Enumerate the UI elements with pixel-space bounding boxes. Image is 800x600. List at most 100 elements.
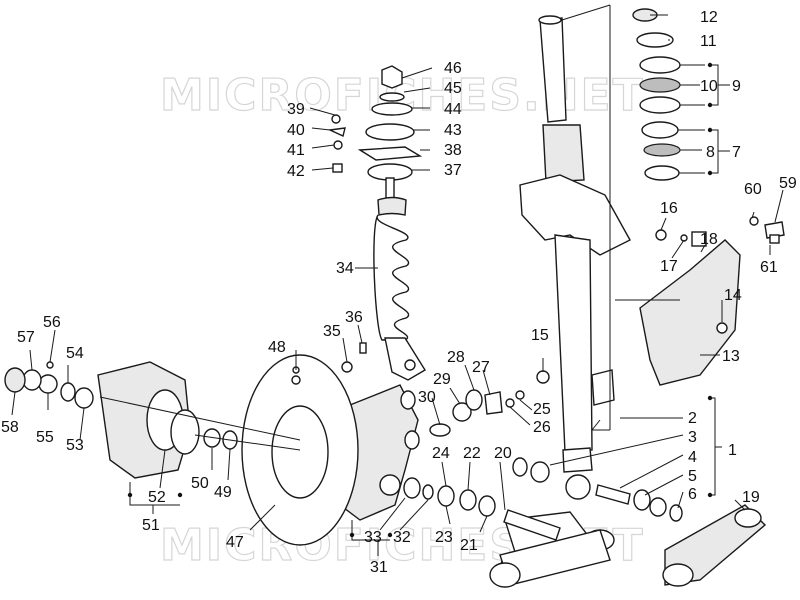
callout-51: 51 bbox=[142, 517, 160, 534]
spacer-50 bbox=[203, 428, 221, 448]
callout-2: 2 bbox=[688, 410, 697, 427]
nut-42 bbox=[332, 163, 343, 173]
brake-caliper bbox=[337, 384, 420, 521]
callout-42: 42 bbox=[287, 163, 305, 180]
callout-23: 23 bbox=[435, 529, 453, 546]
callout-24: 24 bbox=[432, 445, 450, 462]
callout-45: 45 bbox=[444, 80, 462, 97]
callout-8: 8 bbox=[706, 144, 715, 161]
callout-30: 30 bbox=[418, 389, 436, 406]
callout-4: 4 bbox=[688, 449, 697, 466]
screw-60 bbox=[749, 216, 759, 226]
plate-27 bbox=[484, 391, 503, 415]
bush-30 bbox=[429, 423, 451, 437]
callout-54: 54 bbox=[66, 345, 84, 362]
callout-7: 7 bbox=[732, 144, 741, 161]
callout-labels: 1 2 3 4 5 6 7 8 9 10 11 12 13 14 15 16 1… bbox=[1, 9, 797, 576]
callout-26: 26 bbox=[533, 419, 551, 436]
callout-11: 11 bbox=[700, 33, 717, 50]
callout-19: 19 bbox=[742, 489, 760, 506]
callout-31: 31 bbox=[370, 559, 388, 576]
callout-9: 9 bbox=[732, 78, 741, 95]
washer-26 bbox=[505, 398, 515, 408]
bearing-53 bbox=[74, 387, 94, 409]
callout-58: 58 bbox=[1, 419, 19, 436]
callout-61: 61 bbox=[760, 259, 778, 276]
callout-44: 44 bbox=[444, 101, 462, 118]
ring-3 bbox=[530, 461, 550, 483]
screw-39 bbox=[331, 114, 341, 124]
steering-tube-fork bbox=[519, 15, 631, 500]
callout-37: 37 bbox=[444, 162, 462, 179]
callout-1: 1 bbox=[728, 442, 737, 459]
seal-33 bbox=[403, 477, 421, 499]
callout-39: 39 bbox=[287, 101, 305, 118]
callout-60: 60 bbox=[744, 181, 762, 198]
pin-4 bbox=[595, 484, 631, 505]
callout-41: 41 bbox=[287, 142, 305, 159]
bolt-35 bbox=[341, 361, 353, 373]
screw-16 bbox=[655, 229, 667, 241]
callout-27: 27 bbox=[472, 359, 490, 376]
callout-50: 50 bbox=[191, 475, 209, 492]
callout-52: 52 bbox=[148, 489, 166, 506]
nut-55 bbox=[38, 374, 58, 394]
callout-5: 5 bbox=[688, 468, 697, 485]
callout-48: 48 bbox=[268, 339, 286, 356]
callout-53: 53 bbox=[66, 437, 84, 454]
callout-6: 6 bbox=[688, 486, 697, 503]
callout-55: 55 bbox=[36, 429, 54, 446]
steering-bearing-stack bbox=[632, 8, 681, 181]
nut-61 bbox=[769, 234, 780, 244]
screw-14 bbox=[716, 322, 728, 334]
mudguard bbox=[615, 239, 741, 386]
callout-28: 28 bbox=[447, 349, 465, 366]
bush-2 bbox=[512, 457, 528, 477]
clip-18 bbox=[691, 231, 707, 247]
bush-29 bbox=[452, 402, 472, 422]
nut-41 bbox=[333, 140, 343, 150]
nut-15 bbox=[536, 370, 550, 384]
callout-21: 21 bbox=[460, 537, 478, 554]
callout-32: 32 bbox=[393, 529, 411, 546]
callout-16: 16 bbox=[660, 200, 678, 217]
callout-35: 35 bbox=[323, 323, 341, 340]
ring-23 bbox=[437, 485, 455, 507]
pin-56 bbox=[46, 361, 54, 369]
callout-59: 59 bbox=[779, 175, 797, 192]
callout-20: 20 bbox=[494, 445, 512, 462]
callout-43: 43 bbox=[444, 122, 462, 139]
callout-33: 33 bbox=[364, 529, 382, 546]
callout-49: 49 bbox=[214, 484, 232, 501]
washer-28 bbox=[465, 389, 483, 411]
callout-3: 3 bbox=[688, 429, 697, 446]
bush-32 bbox=[422, 484, 434, 500]
bolt-25 bbox=[515, 390, 525, 400]
cap-58 bbox=[4, 367, 26, 393]
callout-18: 18 bbox=[700, 231, 718, 248]
assembly-dots bbox=[127, 62, 713, 538]
callout-14: 14 bbox=[724, 287, 742, 304]
washer-17 bbox=[680, 234, 688, 242]
callout-34: 34 bbox=[336, 260, 354, 277]
bracket-40 bbox=[327, 127, 346, 137]
seal-22 bbox=[459, 489, 477, 511]
callout-29: 29 bbox=[433, 371, 451, 388]
callout-15: 15 bbox=[531, 327, 549, 344]
callout-12: 12 bbox=[700, 9, 718, 26]
cover-19 bbox=[662, 504, 767, 587]
clip-59 bbox=[764, 221, 785, 239]
callout-22: 22 bbox=[463, 445, 481, 462]
bearing-21 bbox=[478, 495, 496, 517]
callout-36: 36 bbox=[345, 309, 363, 326]
callout-25: 25 bbox=[533, 401, 551, 418]
callout-38: 38 bbox=[444, 142, 462, 159]
pin-36 bbox=[359, 342, 367, 354]
callout-47: 47 bbox=[226, 534, 244, 551]
callout-40: 40 bbox=[287, 122, 305, 139]
callout-57: 57 bbox=[17, 329, 35, 346]
wheel-hub bbox=[97, 361, 200, 479]
callout-10: 10 bbox=[700, 78, 718, 95]
ring-5 bbox=[633, 489, 651, 511]
